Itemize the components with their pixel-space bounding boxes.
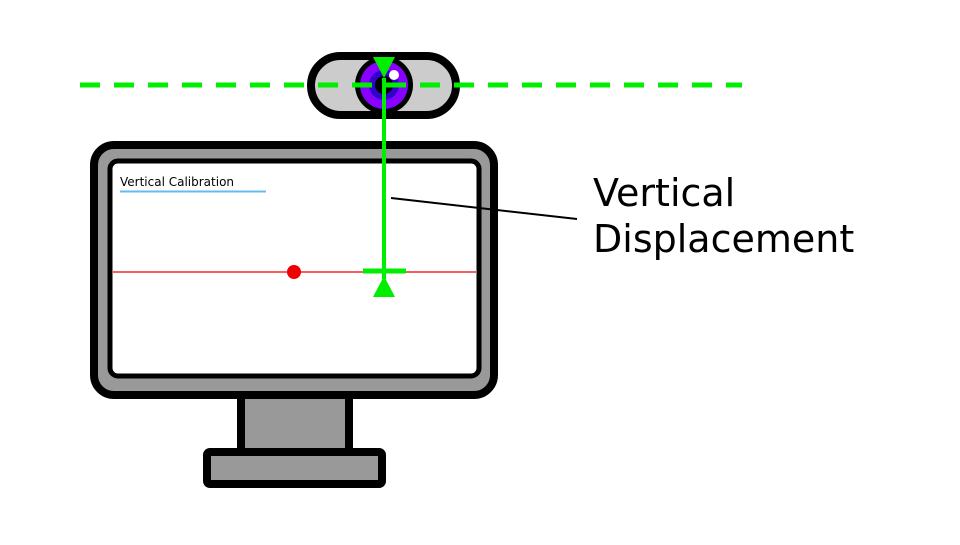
arrow-up-icon [373,276,395,297]
annotation-label-line-1: Vertical [593,171,736,215]
red-dot-target-icon [287,265,301,279]
annotation-label-line-2: Displacement [593,217,855,261]
vertical-displacement-indicator [363,57,406,297]
monitor-base [203,448,386,488]
annotation-label: Vertical Displacement [593,170,854,262]
annotation-leader-line [390,197,578,220]
camera-lens-highlight [389,70,399,80]
screen-title: Vertical Calibration [120,175,235,189]
monitor-stand [203,390,386,488]
monitor-neck [237,390,353,460]
arrow-down-icon [373,57,395,78]
